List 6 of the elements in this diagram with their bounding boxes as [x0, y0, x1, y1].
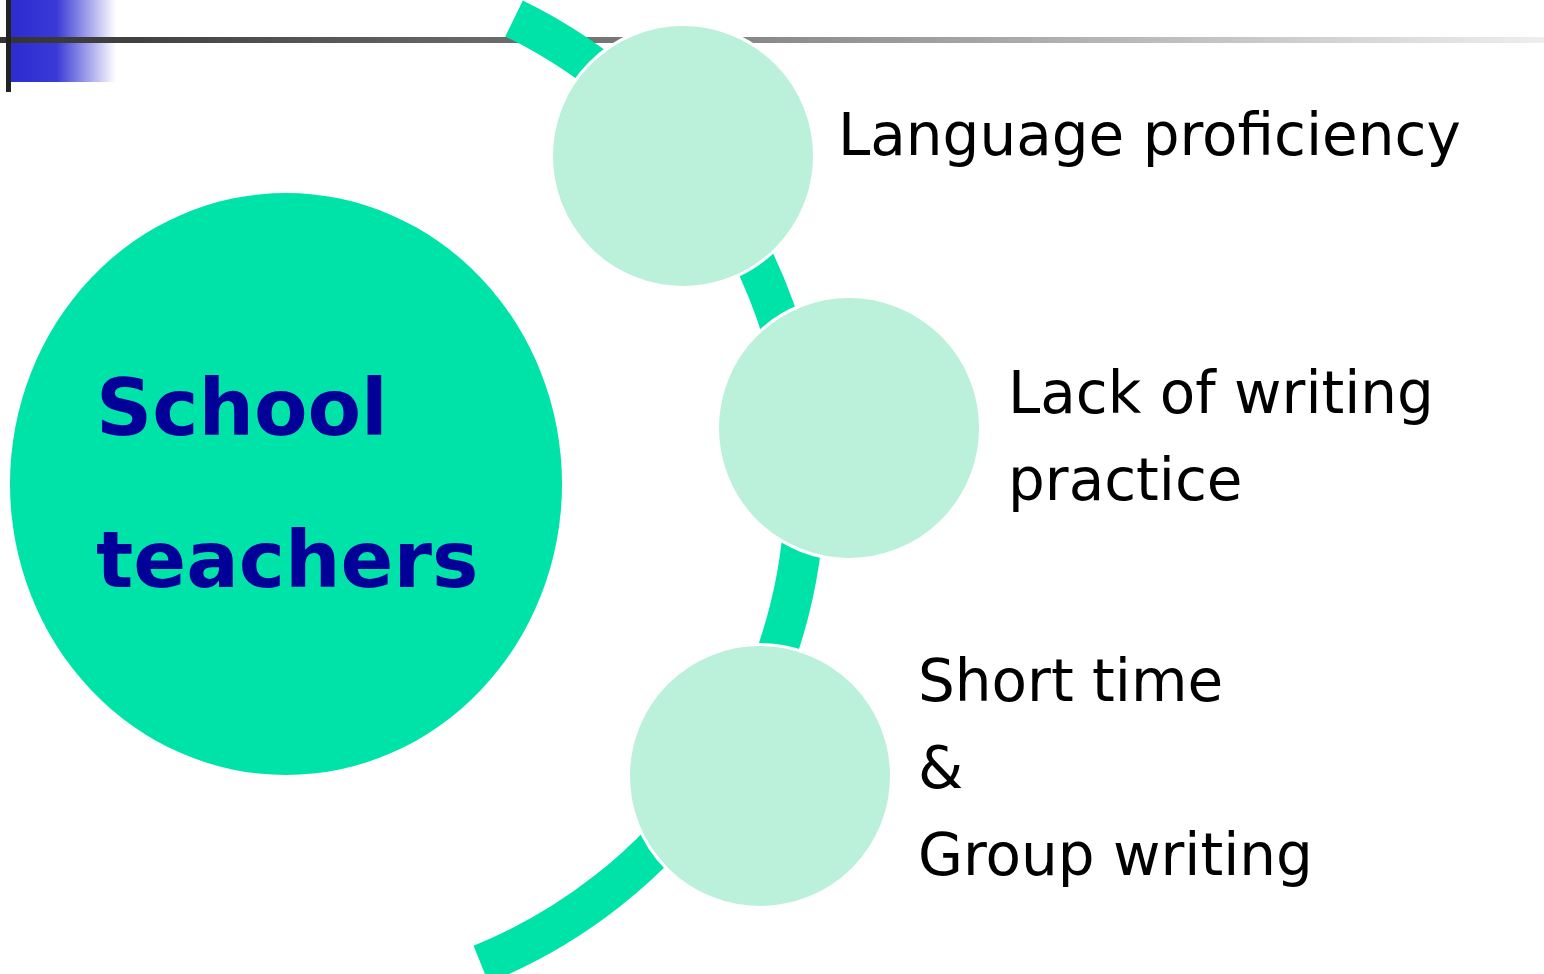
point-label: &: [918, 733, 965, 804]
point-label: Language proficiency: [838, 100, 1462, 171]
point-label: Lack of writing practice: [1008, 358, 1435, 516]
topic-label: School teachers: [96, 361, 480, 607]
point-label: Group writing: [918, 820, 1314, 891]
point-label: Short time: [918, 646, 1225, 717]
